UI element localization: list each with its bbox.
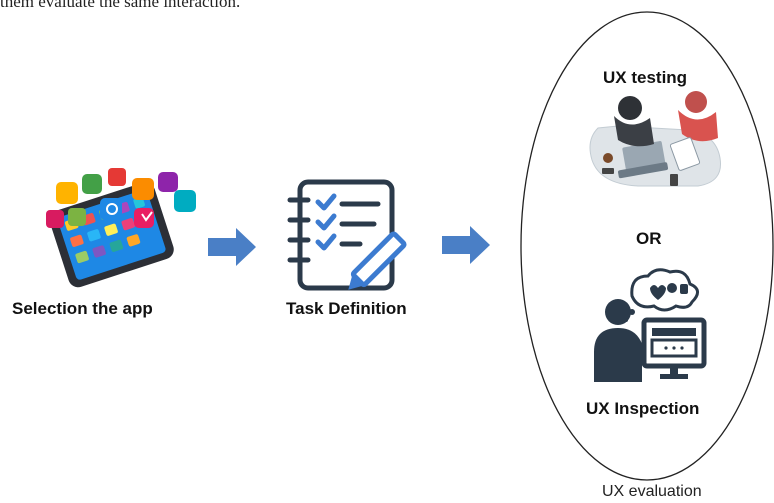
selection-label: Selection the app	[12, 299, 153, 318]
arrow-right-icon	[208, 228, 256, 266]
ux-testing-illustration	[589, 91, 722, 187]
smartphone-apps-icon	[46, 168, 196, 288]
arrow-right-icon	[442, 226, 490, 264]
checklist-pencil-icon	[287, 179, 407, 291]
ux-inspection-label: UX Inspection	[586, 399, 700, 418]
intro-text: them evaluate the same interaction.	[0, 0, 241, 11]
ux-inspection-illustration	[594, 268, 707, 382]
person-icon	[618, 96, 642, 120]
thought-bubble-icon	[624, 268, 699, 322]
person-icon	[685, 91, 707, 113]
ux-testing-label: UX testing	[603, 68, 688, 87]
evaluation-ellipse	[520, 11, 774, 481]
monitor-icon	[641, 317, 707, 379]
ux-evaluation-caption: UX evaluation	[602, 483, 702, 500]
task-definition-label: Task Definition	[286, 299, 407, 318]
or-label: OR	[636, 229, 662, 248]
person-icon	[605, 299, 631, 325]
